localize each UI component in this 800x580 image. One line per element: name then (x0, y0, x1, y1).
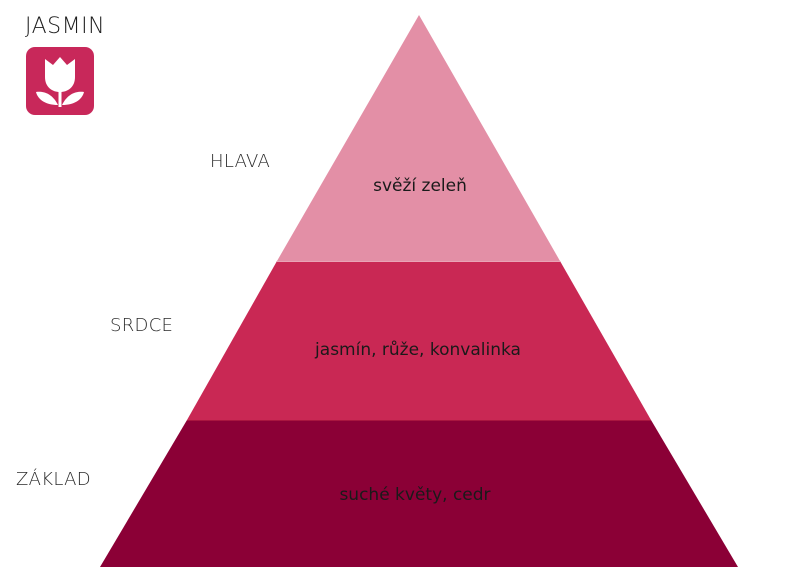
tier-middle-shape (187, 261, 651, 420)
tier-content-middle: jasmín, růže, konvalinka (315, 340, 521, 360)
tier-label-top: HLAVA (210, 151, 271, 172)
brand-title: JASMIN (25, 14, 106, 39)
tulip-icon (26, 47, 94, 115)
tier-bottom-shape (100, 420, 738, 567)
tier-label-middle: SRDCE (110, 315, 174, 336)
tier-content-bottom: suché květy, cedr (339, 485, 491, 505)
tier-label-bottom: ZÁKLAD (16, 469, 91, 490)
tier-content-top: svěží zeleň (373, 176, 467, 196)
tier-top-shape (277, 15, 560, 261)
